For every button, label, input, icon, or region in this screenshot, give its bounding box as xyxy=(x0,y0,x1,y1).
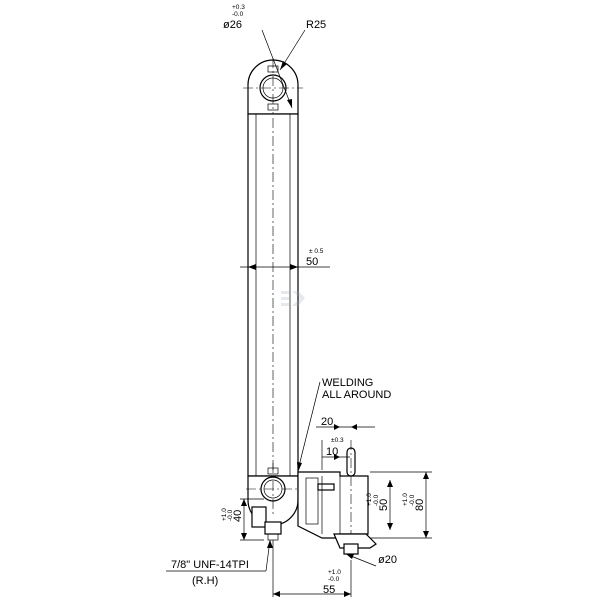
clevis-height-tol-upper: +1.0 xyxy=(402,493,409,506)
base-length-dimension xyxy=(272,540,352,597)
clevis-height-label: 80 xyxy=(414,499,426,511)
end-length-tol-lower: -0.0 xyxy=(227,509,234,521)
thread-hand-note: (R.H) xyxy=(192,575,218,587)
tube-width-label: 50 xyxy=(306,256,318,268)
watermark-logo xyxy=(281,291,305,306)
bore-diameter-label: ø26 xyxy=(223,19,242,31)
base-length-tol-lower: -0.0 xyxy=(328,576,340,583)
welding-note-line1: WELDING xyxy=(322,377,373,389)
end-length-tol-upper: +1.0 xyxy=(221,508,228,521)
thread-leader xyxy=(166,539,273,572)
base-length-label: 55 xyxy=(323,584,335,596)
pin-offset-label: 10 xyxy=(326,446,338,458)
bore-tolerance-upper: +0.3 xyxy=(232,4,245,11)
base-length-tol-upper: +1.0 xyxy=(328,569,341,576)
tube-width-tolerance: ± 0.5 xyxy=(309,248,324,255)
clevis-slot-tol-upper: +1.0 xyxy=(366,493,373,506)
pin-offset-tolerance: ±0.3 xyxy=(331,437,344,444)
clevis-height-dimension xyxy=(370,471,432,539)
bore-tolerance-lower: -0.0 xyxy=(232,11,244,18)
eye-radius-label: R25 xyxy=(306,19,326,31)
clevis-slot-dimension xyxy=(387,480,393,530)
bottom-clevis xyxy=(246,440,377,560)
end-length-label: 40 xyxy=(232,510,244,522)
cylinder-tube xyxy=(247,113,299,477)
welding-leader xyxy=(297,381,321,472)
tube-width-dimension xyxy=(240,264,330,270)
clevis-height-tol-lower: -0.0 xyxy=(409,494,416,506)
pin-diameter-leader xyxy=(345,553,377,567)
clevis-slot-tol-lower: -0.0 xyxy=(373,494,380,506)
top-eye xyxy=(243,58,303,118)
pin-offset-dimension xyxy=(322,454,350,460)
end-length-dimension xyxy=(240,498,264,541)
pin-diameter-label: ø20 xyxy=(378,554,397,566)
clevis-offset-dimension xyxy=(316,424,375,470)
clevis-offset-label: 20 xyxy=(321,416,333,428)
clevis-slot-label: 50 xyxy=(378,499,390,511)
welding-note-line2: ALL AROUND xyxy=(322,389,391,401)
radius-dimension-leader xyxy=(279,29,306,71)
bore-dimension-leader xyxy=(261,29,293,109)
thread-note: 7/8" UNF-14TPI xyxy=(171,559,249,571)
